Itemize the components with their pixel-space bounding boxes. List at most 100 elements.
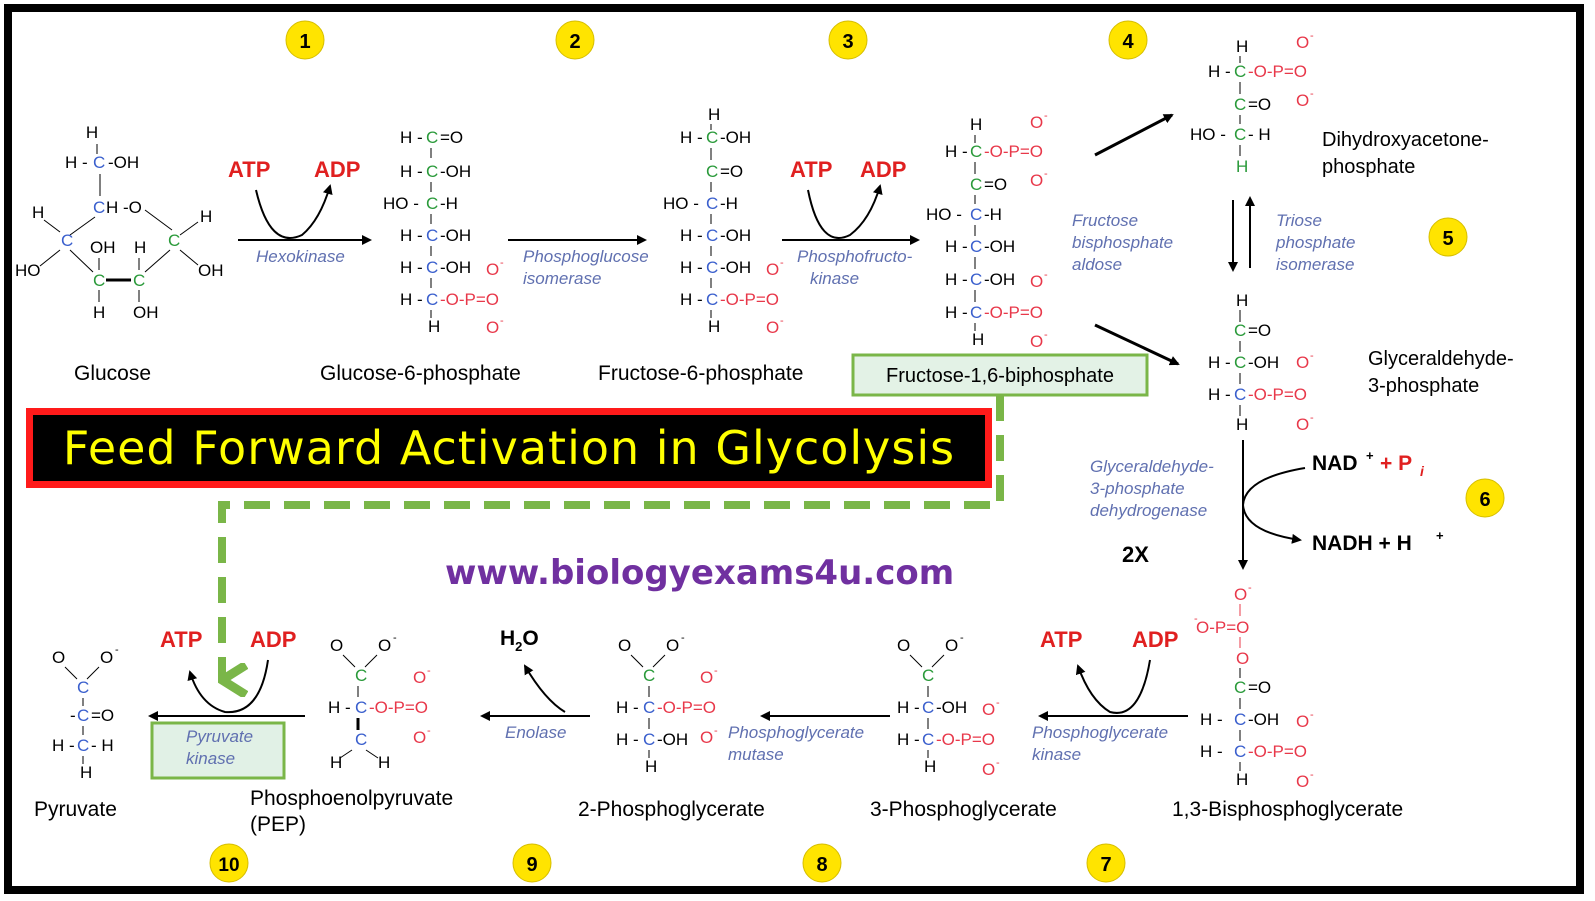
svg-text:C: C xyxy=(643,698,655,717)
svg-text:C: C xyxy=(1234,321,1246,340)
svg-text:O: O xyxy=(52,648,65,667)
atp-label: ATP xyxy=(228,157,270,182)
pyruvate-name: Pyruvate xyxy=(34,798,117,821)
f6p-name: Fructose-6-phosphate xyxy=(598,362,803,385)
svg-text:=O: =O xyxy=(984,175,1007,194)
svg-text:C: C xyxy=(922,666,934,685)
svg-text:H: H xyxy=(428,317,440,336)
svg-text:C: C xyxy=(77,706,89,725)
svg-text:C: C xyxy=(970,270,982,289)
svg-text:-O-P=O: -O-P=O xyxy=(984,142,1043,161)
step5-reaction: Triose phosphate isomerase xyxy=(1228,196,1355,274)
svg-text:H -: H - xyxy=(1200,742,1223,761)
svg-text:C: C xyxy=(77,736,89,755)
svg-text:=O: =O xyxy=(720,162,743,181)
step7-reaction: ATP ADP Phosphoglycerate kinase xyxy=(1032,627,1188,764)
svg-text:C: C xyxy=(426,258,438,277)
step3-reaction: ATP ADP Phosphofructo- kinase xyxy=(782,157,920,288)
svg-text:-: - xyxy=(1310,350,1314,362)
svg-text:H -: H - xyxy=(680,290,703,309)
svg-text:H -: H - xyxy=(616,698,639,717)
svg-text:O: O xyxy=(982,700,995,719)
svg-text:3: 3 xyxy=(842,31,853,53)
step-badge-2: 2 xyxy=(555,20,595,60)
svg-text:C: C xyxy=(426,162,438,181)
svg-text:HO: HO xyxy=(15,261,41,280)
svg-text:-: - xyxy=(681,632,685,644)
two-x-label: 2X xyxy=(1122,542,1149,567)
svg-text:-: - xyxy=(996,757,1000,769)
pi-label: + P xyxy=(1380,452,1412,475)
svg-text:O: O xyxy=(413,728,426,747)
svg-text:-O-P=O: -O-P=O xyxy=(657,698,716,717)
svg-text:-: - xyxy=(1044,329,1048,341)
g6p-structure: H -C=O H -C-OH HO -C-H H -C-OH H -C-OH H… xyxy=(383,128,504,337)
step-badge-7: 7 xyxy=(1086,843,1126,883)
step4-reaction: Fructose bisphosphate aldose xyxy=(1072,113,1180,366)
svg-text:H -: H - xyxy=(400,258,423,277)
svg-text:-: - xyxy=(1310,769,1314,781)
svg-text:O: O xyxy=(1296,415,1309,434)
svg-text:ADP: ADP xyxy=(250,627,296,652)
svg-text:H -: H - xyxy=(897,730,920,749)
svg-text:C: C xyxy=(1234,742,1246,761)
svg-text:-: - xyxy=(1248,582,1252,594)
svg-text:C: C xyxy=(706,258,718,277)
g3p-structure: H C=O H -C-OH O- H -C -O-P=O O- H Glycer… xyxy=(1208,291,1514,434)
svg-text:H -: H - xyxy=(897,698,920,717)
svg-text:-O-P=O: -O-P=O xyxy=(1248,742,1307,761)
svg-text:=O: =O xyxy=(1248,95,1271,114)
svg-text:1: 1 xyxy=(299,31,310,53)
bpg13-name: 1,3-Bisphosphoglycerate xyxy=(1172,798,1403,821)
enzyme-pgm-1: Phosphoglycerate xyxy=(728,723,864,742)
svg-text:2: 2 xyxy=(569,31,580,53)
enzyme-pfk-2: kinase xyxy=(810,269,859,288)
svg-text:C: C xyxy=(77,678,89,697)
svg-text:C: C xyxy=(922,698,934,717)
svg-text:C: C xyxy=(426,128,438,147)
svg-text:-: - xyxy=(70,706,76,725)
svg-text:-OH: -OH xyxy=(984,237,1015,256)
svg-text:O: O xyxy=(897,636,910,655)
svg-text:O: O xyxy=(1296,772,1309,791)
svg-text:H -: H - xyxy=(1208,385,1231,404)
svg-text:O: O xyxy=(486,318,499,337)
step1-reaction: ATP ADP Hexokinase xyxy=(228,157,372,266)
svg-text:H: H xyxy=(1236,291,1248,310)
svg-text:-: - xyxy=(1310,709,1314,721)
svg-text:C: C xyxy=(355,698,367,717)
svg-text:=O: =O xyxy=(1248,321,1271,340)
svg-text:-OH: -OH xyxy=(720,258,751,277)
svg-text:C: C xyxy=(922,730,934,749)
svg-text:H -: H - xyxy=(616,730,639,749)
bpg13-structure: O- O-P=O- O C=O H -C-OH O- H -C -O-P=O O… xyxy=(1194,582,1314,791)
svg-text:H -: H - xyxy=(52,736,75,755)
enzyme-gapdh-2: 3-phosphate xyxy=(1090,479,1185,498)
svg-text:-OH: -OH xyxy=(440,258,471,277)
svg-text:C: C xyxy=(133,271,145,290)
dhap-name-1: Dihydroxyacetone- xyxy=(1322,129,1489,151)
svg-text:-: - xyxy=(1310,88,1314,100)
svg-text:O: O xyxy=(700,668,713,687)
svg-text:H -: H - xyxy=(680,258,703,277)
svg-text:OH: OH xyxy=(90,238,116,257)
svg-text:-O-P=O: -O-P=O xyxy=(720,290,779,309)
svg-text:-O-P=O: -O-P=O xyxy=(984,303,1043,322)
svg-text:H -: H - xyxy=(328,698,351,717)
svg-text:C: C xyxy=(426,194,438,213)
svg-text:ADP: ADP xyxy=(1132,627,1178,652)
svg-text:=O: =O xyxy=(1248,678,1271,697)
svg-text:H: H xyxy=(330,753,342,772)
svg-text:C: C xyxy=(1234,353,1246,372)
svg-text:C: C xyxy=(706,290,718,309)
svg-text:-OH: -OH xyxy=(720,128,751,147)
svg-text:-: - xyxy=(714,665,718,677)
svg-text:-: - xyxy=(427,665,431,677)
step-badge-6: 6 xyxy=(1465,478,1505,518)
svg-text:ADP: ADP xyxy=(860,157,906,182)
step-badges: 1 2 3 4 5 6 7 8 9 10 xyxy=(209,20,1505,883)
svg-text:O: O xyxy=(766,318,779,337)
